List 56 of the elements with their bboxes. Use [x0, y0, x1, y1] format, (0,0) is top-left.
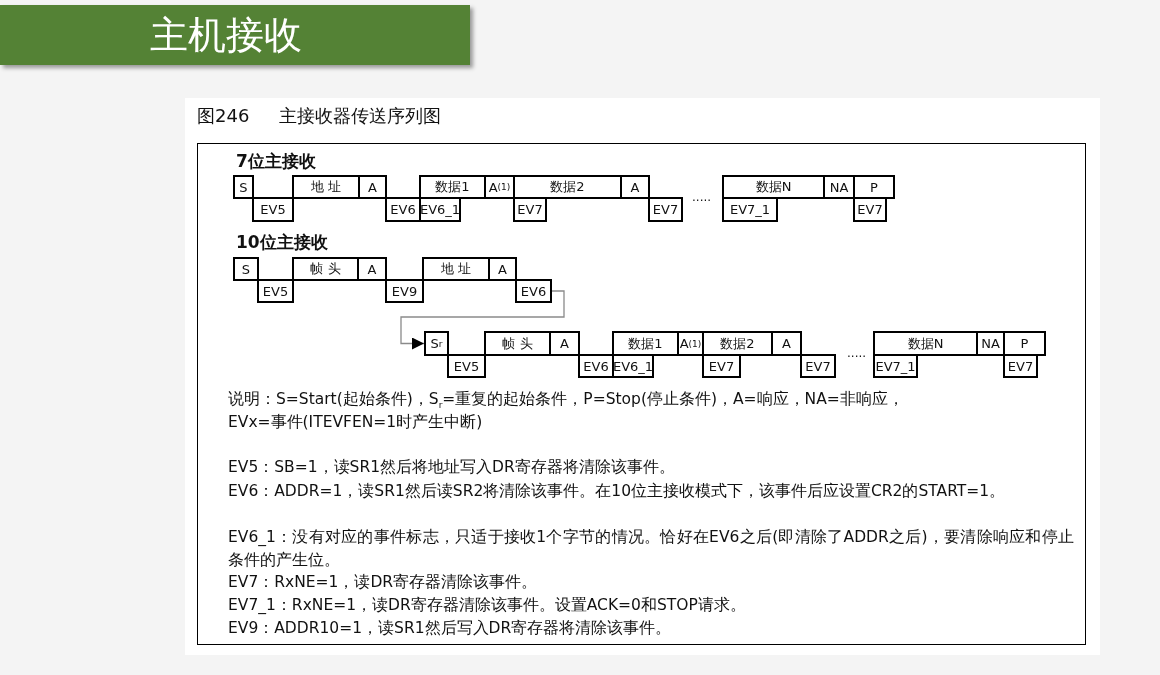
frame-field-box: A — [488, 257, 517, 281]
frame-field-box: 数据N — [722, 175, 825, 199]
event-box: EV7 — [648, 197, 683, 222]
frame-field-box: 地 址 — [292, 175, 360, 199]
figure-caption: 图246 主接收器传送序列图 — [197, 104, 442, 128]
title-banner: 主机接收 — [0, 5, 470, 65]
frame-field-box: P — [1003, 331, 1046, 356]
frame-field-box: 地 址 — [422, 257, 490, 281]
event-note: EV9：ADDR10=1，读SR1然后写入DR寄存器将清除该事件。 — [228, 618, 672, 639]
event-note: EV6：ADDR=1，读SR1然后读SR2将清除该事件。在10位主接收模式下，该事件后应设置CR2的START=1。 — [228, 481, 1007, 502]
event-box: EV7 — [702, 354, 741, 378]
frame-field-box: 帧 头 — [484, 331, 551, 356]
frame-field-box: A$^{(1)}$ — [484, 175, 515, 199]
frame-field-box: 帧 头 — [292, 257, 359, 281]
legend-note: EVx=事件(ITEVFEN=1时产生中断) — [228, 412, 483, 433]
frame-field-box: A — [771, 331, 802, 356]
frame-field-box: A$^{(1)}$ — [677, 331, 704, 356]
frame-field-box: NA — [823, 175, 855, 199]
ellipsis-dots: ..... — [847, 346, 867, 360]
event-box: EV5 — [252, 197, 294, 222]
event-box: EV7_1 — [722, 197, 778, 222]
event-box: EV7 — [800, 354, 836, 378]
connector-arrow — [400, 290, 565, 350]
frame-field-box: A — [357, 257, 387, 281]
event-box: EV9 — [385, 279, 424, 303]
event-box: EV7 — [853, 197, 887, 222]
frame-field-box: 数据1 — [419, 175, 486, 199]
frame-field-box: 数据2 — [702, 331, 773, 356]
event-box: EV6 — [515, 279, 552, 303]
event-note: EV6_1：没有对应的事件标志，只适于接收1个字节的情况。恰好在EV6之后(即清除了ADDR之后)，要清除响应和停止条件的产生位。 — [228, 527, 1074, 571]
frame-field-box: S — [233, 257, 259, 281]
event-box: EV5 — [257, 279, 294, 303]
frame-field-box: A — [620, 175, 650, 199]
event-box: EV5 — [447, 354, 486, 378]
event-box: EV6_1 — [419, 197, 461, 222]
frame-field-box: A — [549, 331, 580, 356]
event-note: EV5：SB=1，读SR1然后将地址写入DR寄存器将清除该事件。 — [228, 457, 675, 478]
frame-field-box: 数据N — [873, 331, 978, 356]
frame-field-box: NA — [976, 331, 1005, 356]
event-note: EV7_1：RxNE=1，读DR寄存器清除该事件。设置ACK=0和STOP请求。 — [228, 595, 746, 616]
event-box: EV6_1 — [612, 354, 654, 378]
frame-field-box: A — [358, 175, 387, 199]
ellipsis-dots: ..... — [692, 190, 712, 204]
event-box: EV6 — [578, 354, 614, 378]
frame-field-box: S — [233, 175, 254, 199]
frame-field-box: 数据2 — [513, 175, 622, 199]
event-note: EV7：RxNE=1，读DR寄存器清除该事件。 — [228, 572, 538, 593]
row-heading: 7位主接收 — [236, 150, 316, 173]
row-heading: 10位主接收 — [236, 231, 328, 254]
frame-field-box: 数据1 — [612, 331, 679, 356]
event-box: EV7 — [513, 197, 547, 222]
event-box: EV7 — [1003, 354, 1038, 378]
legend-note: 说明：S=Start(起始条件)，S$_{r}$=重复的起始条件，P=Stop(停止条件)，A=响应，NA=非响应， — [228, 389, 904, 411]
frame-field-box: P — [853, 175, 895, 199]
event-box: EV7_1 — [873, 354, 918, 378]
event-box: EV6 — [385, 197, 421, 222]
